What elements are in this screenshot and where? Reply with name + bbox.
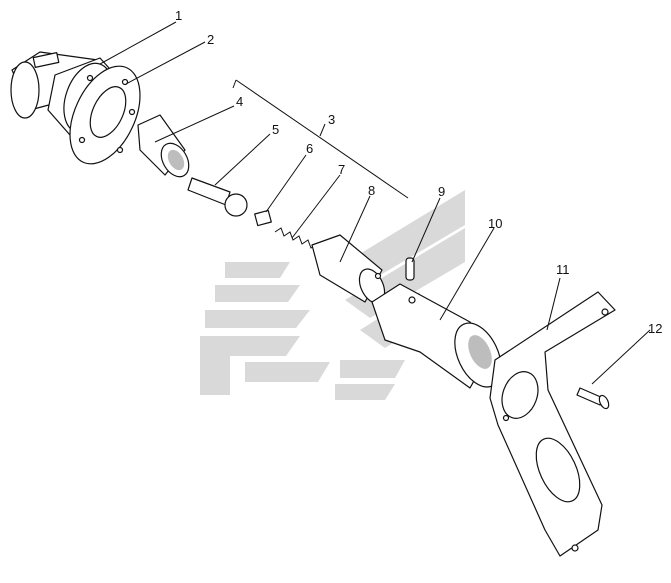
part-4-sleeve [137, 114, 190, 178]
group-3-line [235, 79, 409, 199]
callout-2: 2 [207, 32, 214, 47]
part-7-spring [274, 227, 318, 249]
callout-7: 7 [338, 162, 345, 177]
callout-10: 10 [488, 216, 502, 231]
callout-6: 6 [306, 141, 313, 156]
part-12-screw [576, 387, 610, 410]
leader-lines [99, 21, 651, 385]
part-8-plunger [311, 234, 386, 304]
part-2-flange [69, 65, 141, 165]
callout-3: 3 [328, 112, 335, 127]
part-9-pin [405, 257, 415, 281]
callout-9: 9 [438, 184, 445, 199]
callout-12: 12 [648, 321, 662, 336]
part-6-insert [254, 209, 272, 227]
callout-8: 8 [368, 183, 375, 198]
callout-11: 11 [556, 262, 570, 277]
group-3-bracket [232, 79, 237, 89]
part-11-bracket [489, 291, 616, 557]
callout-4: 4 [236, 94, 243, 109]
callout-1: 1 [175, 8, 182, 23]
callout-5: 5 [272, 122, 279, 137]
watermark-logo [200, 190, 465, 400]
part-5-ball-stud [187, 177, 248, 217]
